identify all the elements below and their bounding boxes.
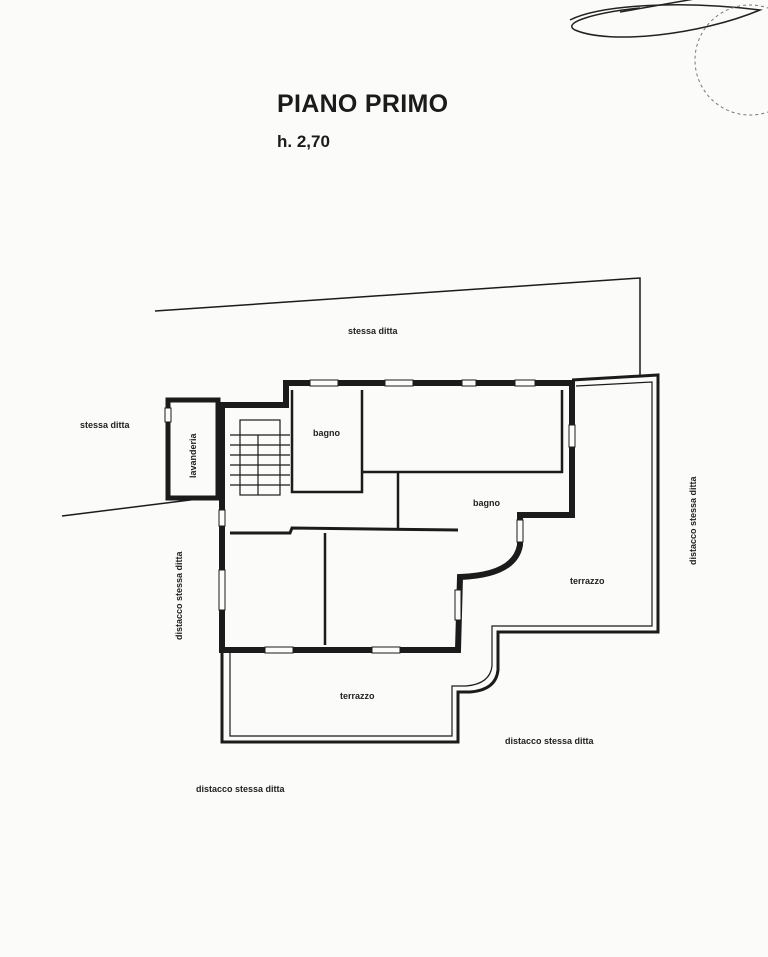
page-title: PIANO PRIMO [277,90,449,118]
label-distacco-right: distacco stessa ditta [688,475,698,565]
label-stessa-ditta-top: stessa ditta [348,326,399,336]
label-lavanderia: lavanderia [188,432,198,478]
stamp [694,4,768,116]
lavanderia-room [165,397,221,501]
label-terrazzo-bottom: terrazzo [340,691,375,701]
label-distacco-left: distacco stessa ditta [174,550,184,640]
signature [569,0,763,38]
staircase [230,419,290,496]
label-terrazzo-right: terrazzo [570,576,605,586]
label-distacco-bottom-right: distacco stessa ditta [505,736,595,746]
label-distacco-bottom: distacco stessa ditta [196,784,286,794]
property-boundary [154,277,641,375]
label-bagno-1: bagno [313,428,340,438]
floor-height: h. 2,70 [277,132,330,151]
terrace-outline [220,373,660,744]
windows [164,379,576,654]
label-bagno-2: bagno [473,498,500,508]
label-stessa-ditta-left: stessa ditta [80,420,131,430]
